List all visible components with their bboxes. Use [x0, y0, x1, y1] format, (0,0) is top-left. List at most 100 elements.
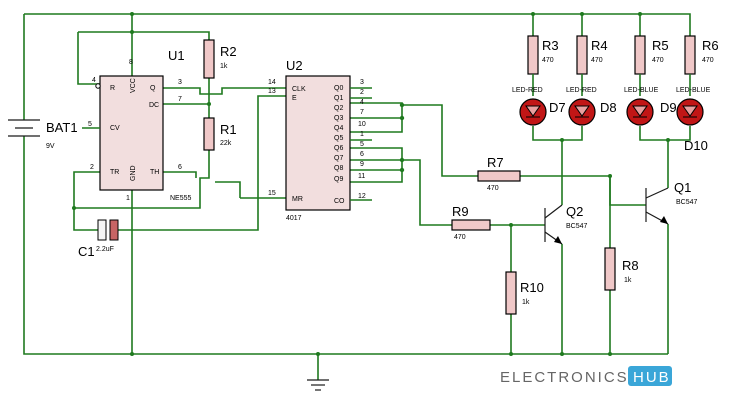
svg-text:TH: TH [150, 169, 159, 176]
svg-text:13: 13 [268, 88, 276, 95]
u1-ref: U1 [168, 48, 185, 63]
svg-text:Q8: Q8 [334, 165, 343, 172]
resistor-r1: R1 22k [203, 117, 237, 151]
u2-4017: U2 4017 14 CLK 13 E 15 MR Q03 Q12 Q24 Q3… [268, 58, 372, 222]
svg-text:E: E [292, 95, 297, 102]
svg-text:470: 470 [652, 57, 664, 64]
u2-part: 4017 [286, 215, 302, 222]
led-d9: LED-BLUE D9 [624, 87, 677, 126]
svg-text:10: 10 [358, 121, 366, 128]
wires [23, 12, 691, 380]
svg-text:Q2: Q2 [334, 105, 343, 112]
svg-text:CO: CO [334, 198, 345, 205]
svg-text:R: R [110, 85, 115, 92]
svg-text:BC547: BC547 [566, 223, 588, 230]
svg-text:LED-RED: LED-RED [566, 87, 597, 94]
svg-text:R6: R6 [702, 38, 719, 53]
svg-text:CLK: CLK [292, 86, 306, 93]
u1-ne555: U1 NE555 R VCC Q DC CV TR GND TH 4 8 3 7… [82, 48, 192, 202]
svg-text:5: 5 [88, 121, 92, 128]
svg-text:R8: R8 [622, 258, 639, 273]
battery-ref: BAT1 [46, 120, 78, 135]
svg-text:5: 5 [360, 141, 364, 148]
svg-text:R10: R10 [520, 280, 544, 295]
svg-text:6: 6 [178, 164, 182, 171]
svg-text:Q2: Q2 [566, 204, 583, 219]
svg-text:R1: R1 [220, 122, 237, 137]
battery-bat1: BAT1 9V [8, 119, 78, 150]
svg-text:Q4: Q4 [334, 125, 343, 132]
svg-text:14: 14 [268, 79, 276, 86]
led-d8: LED-RED D8 [566, 87, 617, 126]
resistor-r5: R5 470 [634, 35, 669, 96]
ground-symbol [307, 379, 329, 391]
svg-text:R5: R5 [652, 38, 669, 53]
transistor-q1: Q1 BC547 [645, 180, 698, 225]
svg-text:R2: R2 [220, 44, 237, 59]
svg-text:R7: R7 [487, 155, 504, 170]
capacitor-c1: C1 2.2uF [78, 219, 119, 259]
svg-text:11: 11 [358, 173, 365, 180]
svg-text:Q: Q [150, 85, 156, 92]
svg-text:12: 12 [358, 193, 366, 200]
svg-text:3: 3 [178, 79, 182, 86]
svg-text:7: 7 [360, 109, 364, 116]
svg-text:LED-RED: LED-RED [512, 87, 543, 94]
svg-text:LED-BLUE: LED-BLUE [624, 87, 659, 94]
svg-text:2: 2 [360, 89, 364, 96]
svg-text:D10: D10 [684, 138, 708, 153]
svg-text:1: 1 [126, 195, 130, 202]
resistor-r10: R10 1k [505, 271, 544, 315]
svg-text:LED-BLUE: LED-BLUE [676, 87, 711, 94]
svg-text:470: 470 [702, 57, 714, 64]
svg-text:D7: D7 [549, 100, 566, 115]
svg-text:4: 4 [360, 99, 364, 106]
svg-text:2: 2 [90, 164, 94, 171]
resistor-r6: R6 470 [684, 35, 719, 96]
resistor-r3: R3 470 [527, 35, 559, 96]
svg-text:8: 8 [129, 59, 133, 66]
u1-part: NE555 [170, 195, 192, 202]
svg-text:BC547: BC547 [676, 199, 698, 206]
svg-text:22k: 22k [220, 140, 232, 147]
svg-text:Q0: Q0 [334, 85, 343, 92]
svg-text:MR: MR [292, 196, 303, 203]
svg-text:470: 470 [487, 185, 499, 192]
resistor-r9: R9 470 [451, 204, 491, 241]
svg-text:Q1: Q1 [674, 180, 691, 195]
transistor-q2: Q2 BC547 [544, 204, 588, 245]
svg-text:D8: D8 [600, 100, 617, 115]
svg-text:470: 470 [454, 234, 466, 241]
svg-text:Q7: Q7 [334, 155, 343, 162]
svg-text:1k: 1k [522, 299, 530, 306]
svg-text:Q9: Q9 [334, 176, 343, 183]
svg-text:4: 4 [92, 77, 96, 84]
svg-text:Q1: Q1 [334, 95, 343, 102]
svg-text:Q3: Q3 [334, 115, 343, 122]
resistor-r4: R4 470 [576, 35, 608, 96]
led-d10: LED-BLUE D10 [676, 87, 711, 153]
svg-text:7: 7 [178, 96, 182, 103]
svg-text:C1: C1 [78, 244, 95, 259]
svg-text:R9: R9 [452, 204, 469, 219]
resistor-r7: R7 470 [477, 155, 521, 192]
led-d7: LED-RED D7 [512, 87, 566, 126]
svg-text:1: 1 [360, 131, 364, 138]
svg-text:470: 470 [591, 57, 603, 64]
svg-text:ELECTRONICS: ELECTRONICS [500, 369, 629, 386]
electronics-hub-logo: ELECTRONICS HUB [500, 366, 672, 386]
svg-text:Q5: Q5 [334, 135, 343, 142]
svg-text:470: 470 [542, 57, 554, 64]
svg-text:Q6: Q6 [334, 145, 343, 152]
svg-text:DC: DC [149, 102, 159, 109]
battery-value: 9V [46, 143, 55, 150]
resistor-r8: R8 1k [604, 247, 639, 291]
svg-text:2.2uF: 2.2uF [96, 246, 114, 253]
svg-text:D9: D9 [660, 100, 677, 115]
svg-text:9: 9 [360, 161, 364, 168]
svg-text:15: 15 [268, 190, 276, 197]
svg-text:1k: 1k [624, 277, 632, 284]
svg-text:HUB: HUB [633, 369, 671, 386]
